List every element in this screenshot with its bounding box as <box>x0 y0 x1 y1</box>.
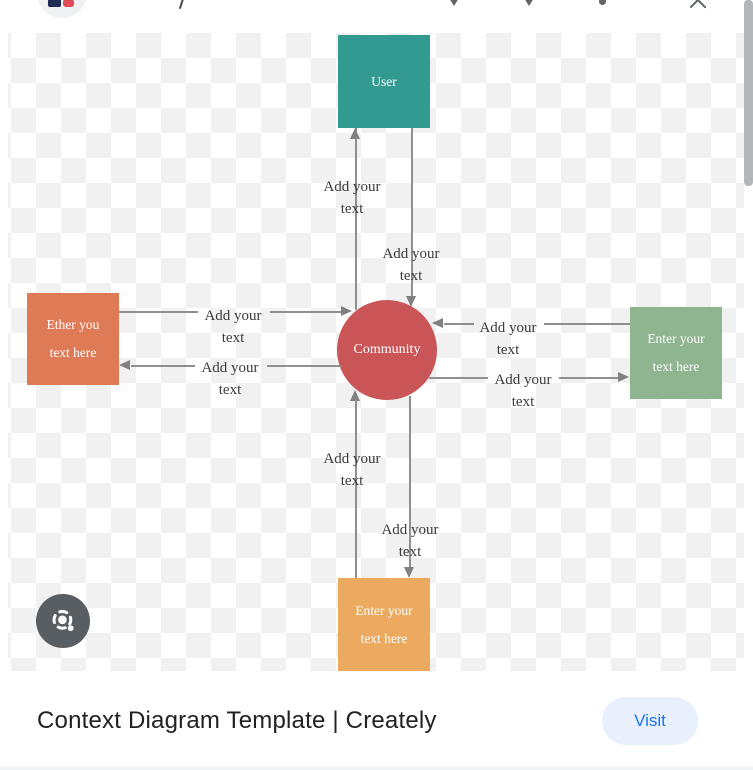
arrowhead-icon <box>406 296 416 307</box>
edge-label-line2: text <box>340 473 364 489</box>
bookmark-icon[interactable] <box>524 0 534 6</box>
edge-label-line1: Add your <box>381 522 439 538</box>
edge-label-line2: text <box>218 382 242 398</box>
connector-line <box>559 377 619 379</box>
google-lens-icon <box>49 607 77 635</box>
edge-label: Add your text <box>323 176 380 220</box>
edge-label: Add your text <box>494 369 551 413</box>
arrowhead-icon <box>404 567 414 578</box>
arrowhead-icon <box>618 372 629 382</box>
edge-label: Add your text <box>382 243 439 287</box>
diagram-node-right: Enter your text here <box>630 307 722 399</box>
favicon-red-shape <box>63 0 74 7</box>
node-bottom-line1: Enter your <box>355 602 413 618</box>
cropped-text-mark <box>178 0 186 9</box>
edge-label-line2: text <box>511 394 535 410</box>
connector-line <box>429 377 488 379</box>
edge-label: Add your text <box>204 305 261 349</box>
edge-label-line1: Add your <box>201 360 259 376</box>
google-lens-button[interactable] <box>36 594 90 648</box>
edge-label-line1: Add your <box>323 451 381 467</box>
edge-label-line2: text <box>221 330 245 346</box>
arrowhead-icon <box>350 390 360 401</box>
node-left-line2: text here <box>49 345 97 360</box>
connector-line <box>355 400 357 578</box>
site-favicon[interactable] <box>37 0 87 18</box>
node-bottom-line2: text here <box>360 630 408 646</box>
result-footer: Context Diagram Template | Creately Visi… <box>0 671 753 770</box>
node-community-label: Community <box>353 342 421 357</box>
connector-line <box>544 323 630 325</box>
arrowhead-icon <box>432 318 443 328</box>
edge-label-line1: Add your <box>382 246 440 262</box>
connector-line <box>267 365 342 367</box>
connector-line <box>444 323 474 325</box>
edge-label: Add your text <box>479 317 536 361</box>
edge-label-line2: text <box>340 201 364 217</box>
top-bar <box>0 0 753 33</box>
edge-label-line2: text <box>398 544 422 560</box>
diagram-node-left: Ether you text here <box>27 293 119 385</box>
scrollbar-thumb[interactable] <box>744 0 753 186</box>
node-right-line1: Enter your <box>647 331 705 346</box>
thumbs-up-icon[interactable] <box>449 0 459 6</box>
connector-line <box>119 311 198 313</box>
edge-label-line1: Add your <box>479 320 537 336</box>
edge-label-line1: Add your <box>323 179 381 195</box>
diagram-node-user: User <box>338 35 430 128</box>
node-left-line1: Ether you <box>46 317 100 332</box>
node-user-label: User <box>371 73 397 89</box>
edge-label: Add your text <box>201 357 258 401</box>
edge-label: Add your text <box>381 519 438 563</box>
edge-label-line1: Add your <box>494 372 552 388</box>
arrowhead-icon <box>350 128 360 139</box>
edge-label-line2: text <box>496 342 520 358</box>
close-icon[interactable] <box>687 0 709 11</box>
edge-label-line1: Add your <box>204 308 262 324</box>
diagram-node-community: Community <box>337 300 437 400</box>
more-options-icon[interactable] <box>599 0 606 5</box>
connector-line <box>409 396 411 568</box>
page-title: Context Diagram Template | Creately <box>37 706 437 734</box>
edge-label-line2: text <box>399 268 423 284</box>
connector-line <box>355 128 357 310</box>
diagram-node-bottom: Enter your text here <box>338 578 430 671</box>
arrowhead-icon <box>119 360 130 370</box>
result-image[interactable]: User Community Ether you text here Enter… <box>0 33 753 671</box>
bottom-divider <box>0 766 753 770</box>
edge-label: Add your text <box>323 448 380 492</box>
node-right-line2: text here <box>652 359 700 374</box>
favicon-navy-shape <box>48 0 61 7</box>
connector-line <box>270 311 344 313</box>
arrowhead-icon <box>341 306 352 316</box>
connector-line <box>411 128 413 300</box>
scrollbar-track[interactable] <box>744 0 753 671</box>
visit-button[interactable]: Visit <box>602 696 698 745</box>
connector-line <box>131 365 195 367</box>
